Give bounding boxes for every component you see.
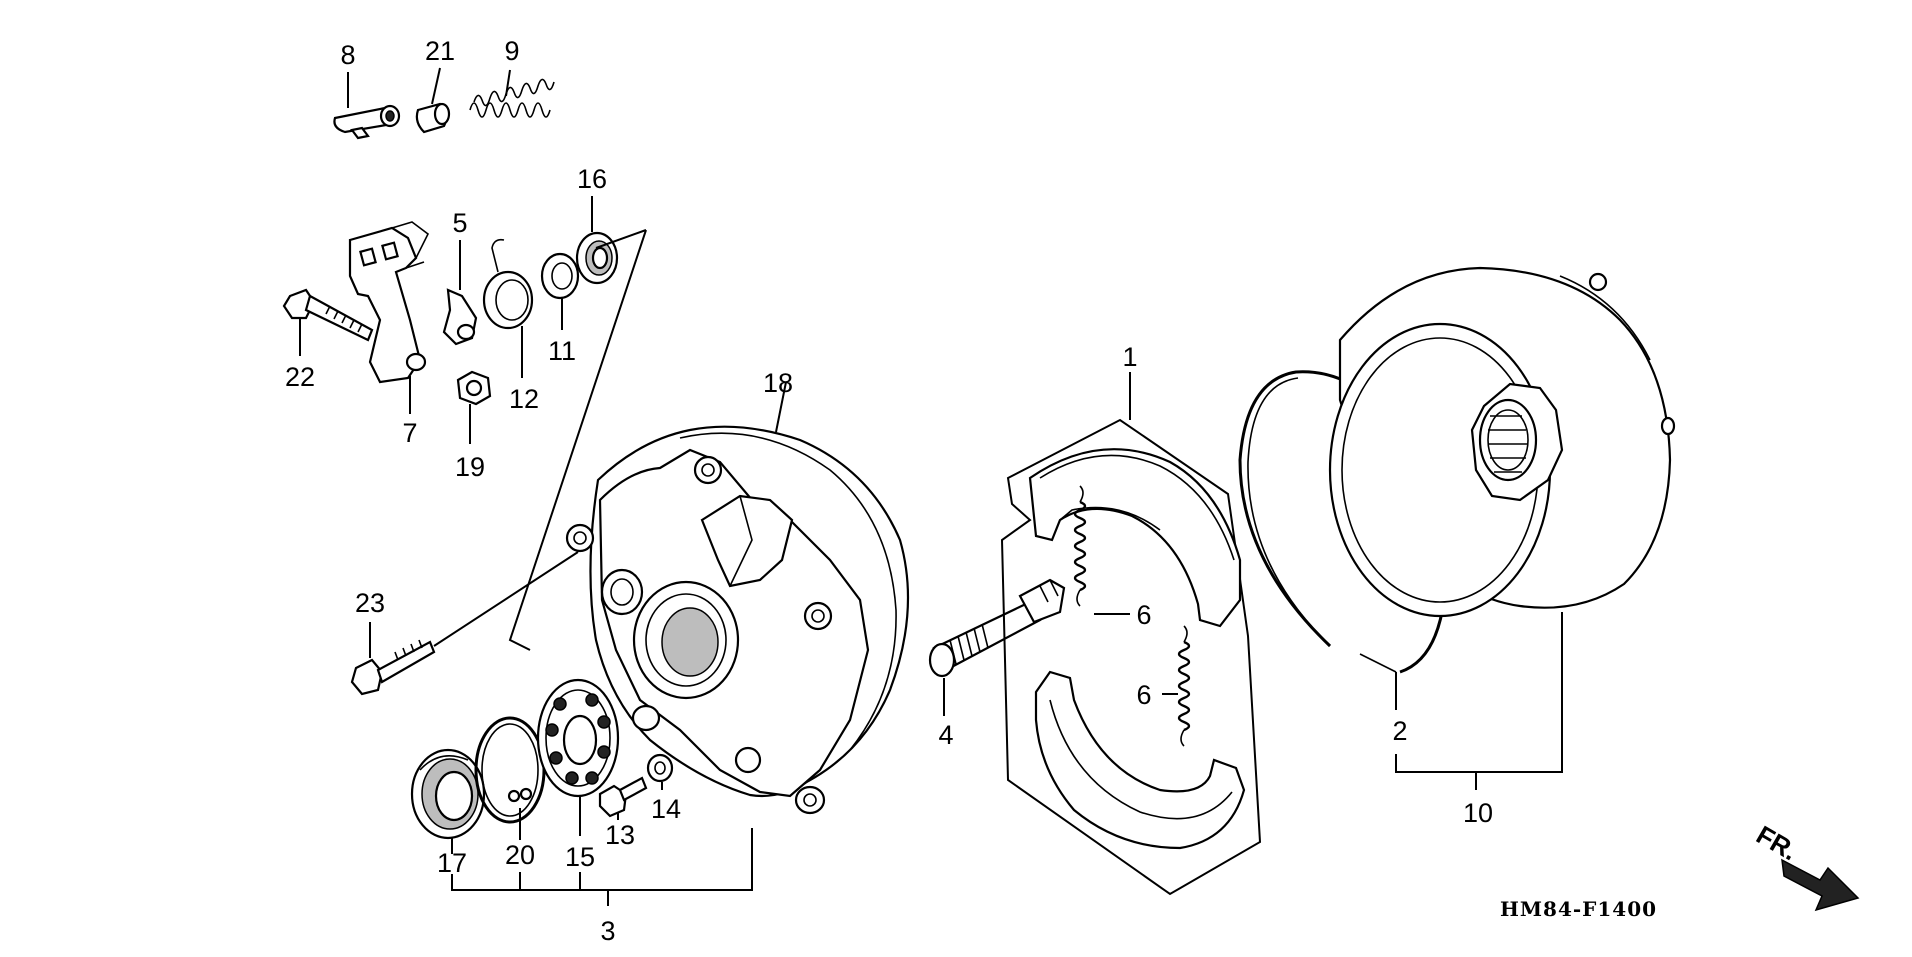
callout-11: 11 bbox=[548, 336, 576, 366]
indicator-plate-part-5 bbox=[442, 288, 478, 346]
callout-1: 1 bbox=[1122, 342, 1137, 372]
shoe-spring-lower-part-6 bbox=[1177, 625, 1191, 747]
bolt-part-22 bbox=[282, 288, 374, 342]
brake-shoe-lower-part-1 bbox=[1034, 670, 1246, 850]
callout-15: 15 bbox=[565, 842, 595, 872]
callout-4: 4 bbox=[938, 720, 953, 750]
callout-6-upper: 6 bbox=[1136, 600, 1151, 630]
spring-part-9 bbox=[469, 78, 555, 118]
callout-2: 2 bbox=[1392, 716, 1407, 746]
brake-lever-part-7 bbox=[348, 221, 430, 384]
circlip-part-20 bbox=[474, 716, 546, 824]
collar-part-21 bbox=[415, 102, 451, 134]
callout-9: 9 bbox=[504, 36, 519, 66]
callout-18: 18 bbox=[763, 368, 793, 398]
brake-drum-part-10 bbox=[1328, 266, 1676, 618]
callout-17: 17 bbox=[437, 848, 467, 878]
bearing-part-15 bbox=[536, 678, 620, 798]
oil-seal-part-17 bbox=[410, 748, 486, 840]
callout-8: 8 bbox=[340, 40, 355, 70]
washer-part-14 bbox=[646, 753, 674, 783]
callout-20: 20 bbox=[505, 840, 535, 870]
callout-10: 10 bbox=[1463, 798, 1493, 828]
direction-label: FR. bbox=[1751, 819, 1802, 866]
callout-14: 14 bbox=[651, 794, 681, 824]
bolt-part-13 bbox=[598, 776, 648, 818]
callout-3: 3 bbox=[600, 916, 615, 946]
nut-part-19 bbox=[456, 370, 492, 406]
seal-part-16 bbox=[575, 231, 619, 285]
callout-16: 16 bbox=[577, 164, 607, 194]
shoe-spring-upper-part-6 bbox=[1073, 485, 1087, 607]
diagram-code: HM84-F1400 bbox=[1500, 897, 1657, 921]
brake-cam-part-4 bbox=[928, 578, 1066, 678]
callout-22: 22 bbox=[285, 362, 315, 392]
callout-21: 21 bbox=[425, 36, 455, 66]
callout-23: 23 bbox=[355, 588, 385, 618]
front-direction-arrow-icon bbox=[1781, 858, 1860, 912]
brake-panel-part-18 bbox=[565, 425, 910, 815]
callout-12: 12 bbox=[509, 384, 539, 414]
return-spring-part-12 bbox=[482, 238, 534, 330]
callout-13: 13 bbox=[605, 820, 635, 850]
brake-arm-pivot-part-8 bbox=[333, 104, 401, 140]
callout-6-lower: 6 bbox=[1136, 680, 1151, 710]
bolt-part-23 bbox=[350, 639, 436, 696]
callout-5: 5 bbox=[452, 208, 467, 238]
washer-part-11 bbox=[540, 252, 580, 300]
callout-19: 19 bbox=[455, 452, 485, 482]
callout-7: 7 bbox=[402, 418, 417, 448]
